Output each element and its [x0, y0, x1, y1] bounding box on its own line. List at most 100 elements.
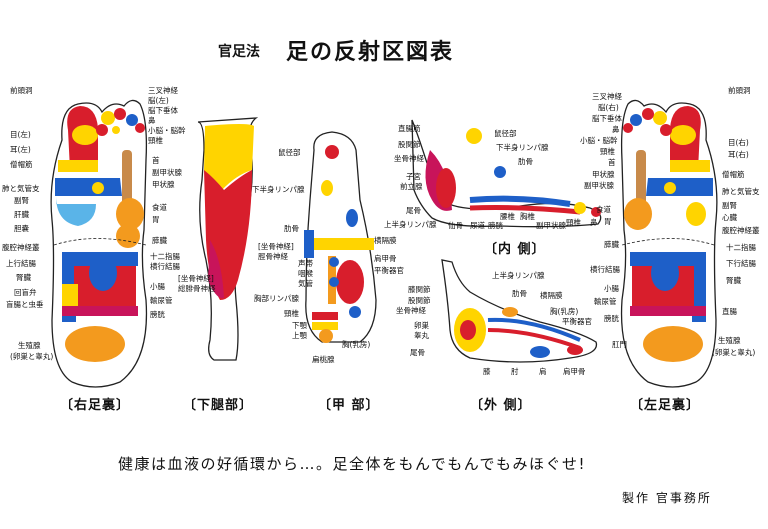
label: 肝臓	[14, 210, 29, 219]
label: 腹腔神経叢	[2, 243, 40, 252]
label: 直腸筋	[398, 124, 421, 133]
label: 肩	[539, 367, 547, 376]
label: 小脳・脳幹	[148, 126, 186, 135]
label: 腎臓	[16, 273, 31, 282]
label: 坐骨神経	[396, 306, 426, 315]
label: 胃	[152, 215, 160, 224]
label: 咽喉	[298, 269, 313, 278]
label: 副甲状腺	[152, 168, 182, 177]
left-sole-diagram	[622, 100, 717, 387]
label: 胸部リンパ腺	[254, 294, 299, 303]
label: 鼠径部	[278, 148, 301, 157]
lower-leg-diagram	[198, 118, 256, 360]
label: 脳下垂体	[592, 114, 622, 123]
label: 総腓骨神経	[178, 284, 216, 293]
label: 睾丸	[414, 331, 429, 340]
label: 心臓	[722, 213, 737, 222]
label: 鼻	[148, 116, 156, 125]
label: 尿道	[470, 221, 485, 230]
label: 頸椎	[600, 147, 615, 156]
label: (卵巣と睾丸)	[712, 348, 755, 357]
label: 頸椎	[148, 136, 163, 145]
label: 胸(乳房)	[550, 307, 578, 316]
label: 脳下垂体	[148, 106, 178, 115]
label: 肺と気管支	[2, 184, 40, 193]
label: 股関節	[408, 296, 431, 305]
caption-inner-side: 〔内 側〕	[484, 238, 546, 257]
label: 僧帽筋	[722, 170, 745, 179]
label: 目(右)	[728, 138, 749, 147]
footer-maker: 製作 官事務所	[622, 489, 712, 506]
caption-outer-side: 〔外 側〕	[470, 394, 532, 413]
label: 扁桃腺	[312, 355, 335, 364]
label: 膀胱	[604, 314, 619, 323]
instep-diagram	[304, 132, 376, 343]
label: 盲腸と虫垂	[6, 300, 44, 309]
label: 肺と気管支	[722, 187, 760, 196]
label: 下顎	[292, 321, 307, 330]
label: 股関節	[398, 140, 421, 149]
label: 鼻	[612, 125, 620, 134]
label: 仙骨	[448, 221, 463, 230]
label: 鼠径部	[494, 129, 517, 138]
label: 肋骨	[284, 224, 299, 233]
label: 膀胱	[488, 221, 503, 230]
label: 十二指腸	[150, 252, 180, 261]
label: 頸椎	[566, 218, 581, 227]
label: 胸椎	[520, 212, 535, 221]
label: 膝関節	[408, 285, 431, 294]
label: 副腎	[14, 196, 29, 205]
label: 十二指腸	[726, 243, 756, 252]
label: 小腸	[604, 284, 619, 293]
label: 首	[608, 158, 616, 167]
label: 上半身リンパ腺	[492, 271, 545, 280]
label: 尾骨	[406, 206, 421, 215]
label: 平衡器官	[562, 317, 592, 326]
label: 膵臓	[152, 236, 167, 245]
label: 胃	[604, 217, 612, 226]
label: 肩甲骨	[563, 367, 586, 376]
label: 小脳・脳幹	[580, 136, 618, 145]
label: 肋骨	[518, 157, 533, 166]
label: 膵臓	[604, 240, 619, 249]
label: 生殖腺	[718, 336, 741, 345]
label: 輸尿管	[150, 296, 173, 305]
label: 平衡器官	[374, 266, 404, 275]
label: 副甲状腺	[584, 181, 614, 190]
label: 小腸	[150, 282, 165, 291]
label: 腹腔神経叢	[722, 226, 760, 235]
caption-left-sole: 〔左足裏〕	[630, 394, 700, 413]
label: 気管	[298, 279, 313, 288]
label: 下行結腸	[726, 259, 756, 268]
label: 尾骨	[410, 348, 425, 357]
right-sole-diagram	[51, 100, 146, 387]
label: 首	[152, 156, 160, 165]
label: 食道	[596, 205, 611, 214]
label: 坐骨神経	[394, 154, 424, 163]
label: 回盲弁	[14, 288, 37, 297]
footer-slogan: 健康は血液の好循環から…。足全体をもんでもんでもみほぐせ!	[118, 453, 586, 474]
label: 声帯	[298, 259, 313, 268]
label: 脳(左)	[148, 96, 169, 105]
caption-right-sole: 〔右足裏〕	[60, 394, 130, 413]
label: 横行結腸	[150, 262, 180, 271]
label: 食道	[152, 203, 167, 212]
caption-lower-leg: 〔下腿部〕	[183, 394, 253, 413]
label: 三叉神経	[148, 86, 178, 95]
label: 脳(右)	[598, 103, 619, 112]
label: 輸尿管	[594, 297, 617, 306]
label: 胆嚢	[14, 224, 29, 233]
label: 膀胱	[150, 310, 165, 319]
label: 生殖腺	[18, 341, 41, 350]
label: 目(左)	[10, 130, 31, 139]
label: 腎臓	[726, 276, 741, 285]
label: 胸(乳房)	[342, 340, 370, 349]
label: 三叉神経	[592, 92, 622, 101]
label: 肩甲骨	[374, 254, 397, 263]
label: 頸椎	[284, 309, 299, 318]
label: 甲状腺	[152, 180, 175, 189]
label: 膝	[483, 367, 491, 376]
label: 耳(右)	[728, 150, 749, 159]
label: 前立腺	[400, 182, 423, 191]
